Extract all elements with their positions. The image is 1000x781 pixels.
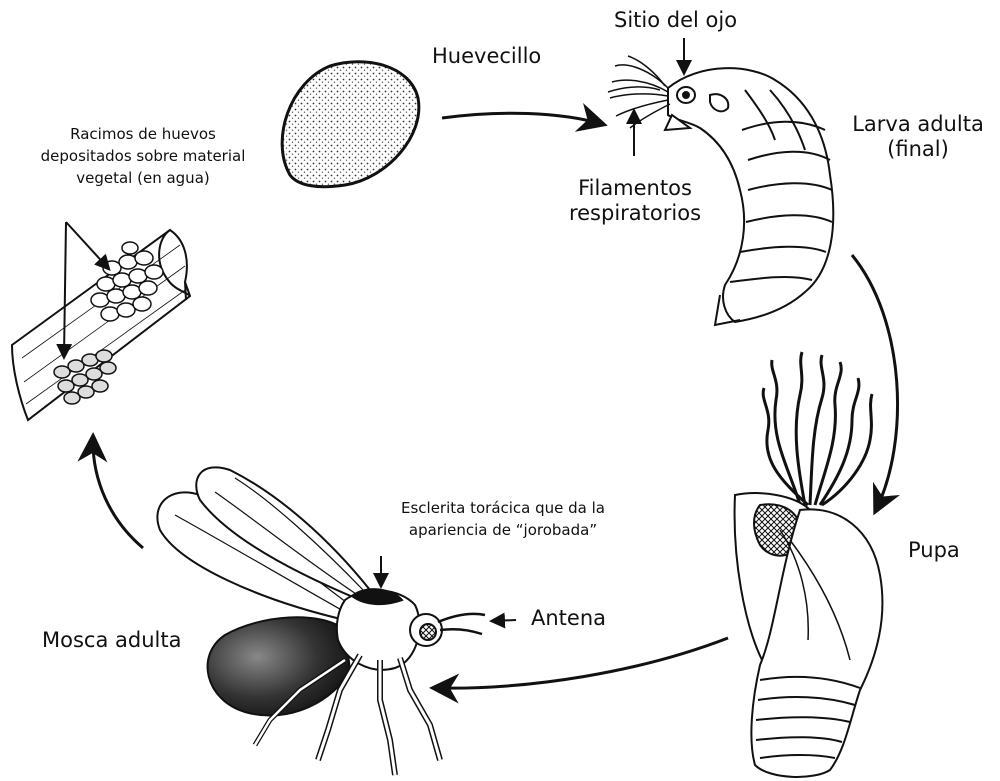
thoracic-sclerite-label-line1: Esclerita torácica que da la (368, 498, 638, 520)
egg-label: Huevecillo (432, 44, 541, 69)
egg-clusters-label-line3: vegetal (en agua) (28, 168, 258, 190)
mature-larva-label-line2: (final) (848, 137, 988, 162)
cycle-arrow-adult-to-eggs (93, 438, 143, 548)
cycle-arrow-egg-to-larva (442, 113, 602, 124)
respiratory-filaments-label: Filamentos respiratorios (555, 176, 715, 226)
egg-clusters-label-line2: depositados sobre material (28, 146, 258, 168)
respiratory-filaments-label-line1: Filamentos (555, 176, 715, 201)
egg-illustration (282, 62, 419, 187)
thoracic-sclerite-label: Esclerita torácica que da la apariencia … (368, 498, 638, 542)
pupa-label: Pupa (908, 538, 960, 563)
egg-cluster-stem-illustration (12, 230, 190, 420)
antenna-arrow (493, 620, 516, 621)
eye-site-label: Sitio del ojo (614, 8, 737, 33)
respiratory-filaments-label-line2: respiratorios (555, 201, 715, 226)
pupa-illustration (735, 352, 883, 777)
mature-larva-label: Larva adulta (final) (848, 112, 988, 162)
egg-cluster-pointer-upper (66, 222, 108, 268)
thoracic-sclerite-label-line2: apariencia de “jorobada” (368, 520, 638, 542)
antenna-label: Antena (531, 606, 606, 631)
adult-fly-label: Mosca adulta (42, 628, 181, 653)
mature-larva-label-line1: Larva adulta (848, 112, 988, 137)
cycle-arrow-pupa-to-adult (435, 638, 728, 688)
egg-clusters-label: Racimos de huevos depositados sobre mate… (28, 124, 258, 189)
egg-clusters-label-line1: Racimos de huevos (28, 124, 258, 146)
